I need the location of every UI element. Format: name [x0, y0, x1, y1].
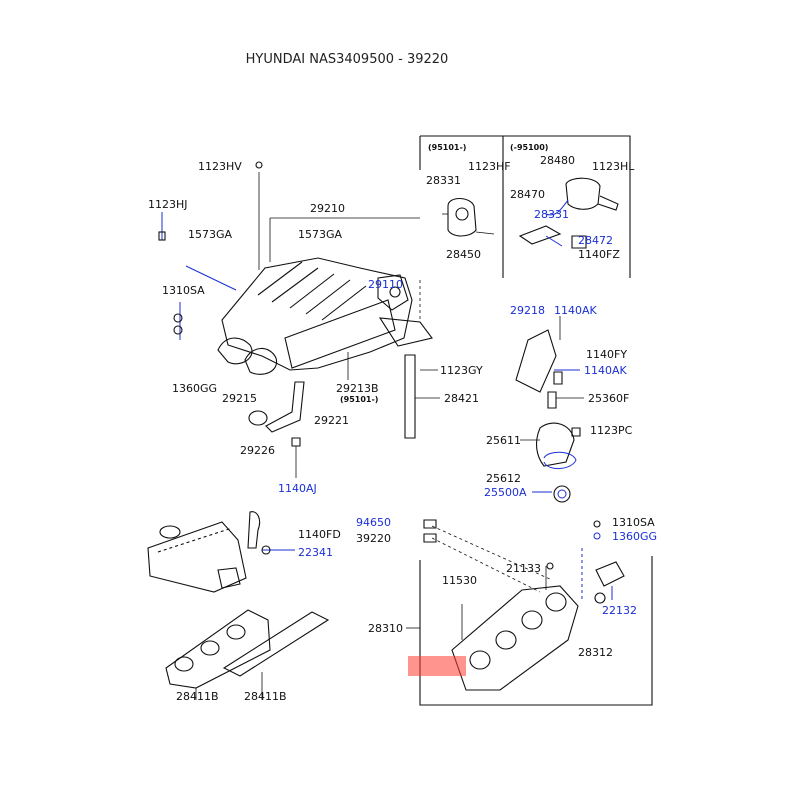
inset-header-left: (95101-): [428, 143, 466, 152]
thermostat-housing-drawing: [515, 329, 581, 503]
label-1123GY: 1123GY: [440, 364, 483, 377]
label-28312: 28312: [578, 646, 613, 659]
label-1140FZ: 1140FZ: [578, 248, 620, 261]
label-29218: 29218: [510, 304, 545, 317]
page-title: HYUNDAI NAS3409500 - 39220: [245, 52, 449, 67]
label-1573GA-a: 1573GA: [188, 228, 233, 241]
manifold-stay-drawing: [248, 381, 305, 478]
part-labels: 1123HV 1123HJ 29210 1573GA 1573GA 1310SA…: [148, 154, 655, 703]
label-28411B: 28411B: [176, 690, 219, 703]
inset-header-right: (-95100): [510, 143, 548, 152]
label-1573GA-b: 1573GA: [298, 228, 343, 241]
label-1123HJ: 1123HJ: [148, 198, 188, 211]
label-28331: 28331: [426, 174, 461, 187]
part-labels-blue: 29110 1140AJ 28331 28472 29218 1140AK 11…: [278, 208, 657, 617]
label-1140FY: 1140FY: [586, 348, 627, 361]
label-28421: 28421: [444, 392, 479, 405]
label-1123PC: 1123PC: [590, 424, 633, 437]
lower-manifold-frame: [419, 519, 653, 706]
cylinder-head-drawing: [147, 511, 295, 593]
label-28411B-b: 28411B: [244, 690, 287, 703]
label-94650: 94650: [356, 516, 391, 529]
label-29226: 29226: [240, 444, 275, 457]
label-28470: 28470: [510, 188, 545, 201]
label-29215: 29215: [222, 392, 257, 405]
fasteners: [158, 161, 601, 570]
label-29110: 29110: [368, 278, 403, 291]
label-39220: 39220: [356, 532, 391, 545]
label-29221: 29221: [314, 414, 349, 427]
label-25360F: 25360F: [588, 392, 629, 405]
label-22341: 22341: [298, 546, 333, 559]
label-25500A: 25500A: [484, 486, 527, 499]
inset-actuator-drawing: [518, 177, 619, 249]
label-25611: 25611: [486, 434, 521, 447]
label-21133: 21133: [506, 562, 541, 575]
label-29213B: 29213B: [336, 382, 379, 395]
leader-lines: [161, 172, 613, 629]
label-22132: 22132: [602, 604, 637, 617]
label-28450: 28450: [446, 248, 481, 261]
label-11530: 11530: [442, 574, 477, 587]
inset-frame: (95101-) (-95100): [419, 135, 631, 278]
label-1360GG: 1360GG: [172, 382, 217, 395]
label-1140AK-b: 1140AK: [584, 364, 628, 377]
bracket-28421-drawing: [404, 354, 440, 439]
label-28310: 28310: [368, 622, 403, 635]
label-1140AJ: 1140AJ: [278, 482, 317, 495]
label-1123HL: 1123HL: [592, 160, 635, 173]
label-1310SA: 1310SA: [612, 516, 655, 529]
inset-valve-drawing: [442, 197, 495, 237]
label-1123HV: 1123HV: [198, 160, 242, 173]
exhaust-gasket-drawing: [165, 609, 330, 700]
label-1123HF: 1123HF: [468, 160, 511, 173]
label-28472: 28472: [578, 234, 613, 247]
label-28480: 28480: [540, 154, 575, 167]
label-28331b: 28331: [534, 208, 569, 221]
label-1140FD: 1140FD: [298, 528, 341, 541]
label-1310SA-top: 1310SA: [162, 284, 205, 297]
label-1360GG-b: 1360GG: [612, 530, 657, 543]
variant-note: (95101-): [340, 395, 378, 404]
label-25612: 25612: [486, 472, 521, 485]
label-29210: 29210: [310, 202, 345, 215]
intake-manifold-drawing: [217, 257, 433, 375]
highlight-marker: [408, 656, 466, 676]
label-1140AK-a: 1140AK: [554, 304, 598, 317]
